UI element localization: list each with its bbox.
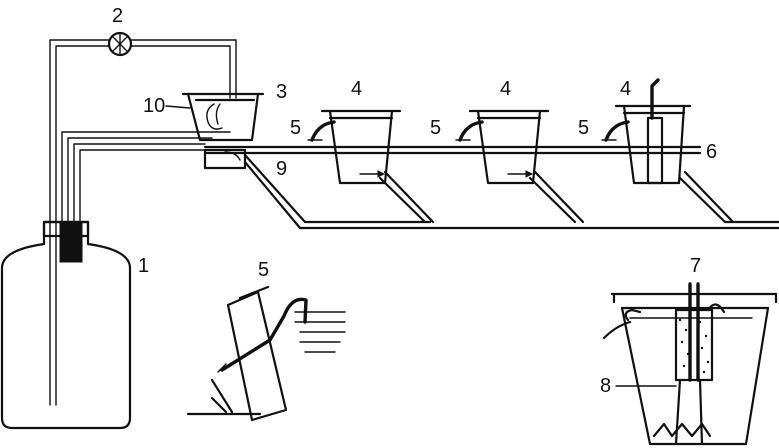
bottle-tubes [49,39,237,406]
label-drain-pipe: 9 [276,158,287,180]
label-rail: 6 [706,141,717,163]
rail [203,145,702,155]
label-header-vessel: 3 [276,81,287,103]
drain-manifold [243,153,779,230]
leader-overflow [165,105,191,109]
header-vessel [181,92,265,170]
vessel-c [601,78,692,185]
vessel-b [455,109,550,185]
label-overflow: 10 [143,95,165,117]
label-vessel-b: 4 [500,78,511,100]
label-siphon-a: 5 [290,117,301,139]
stipple-fill [678,318,710,374]
label-bottle: 1 [138,255,149,277]
label-column-detail: 8 [600,375,611,397]
pump-wheel [107,31,133,57]
label-siphon-detail: 5 [258,259,269,281]
vessel-a [307,109,402,185]
siphon-detail [186,285,346,422]
label-siphon-b: 5 [430,117,441,139]
label-pump: 2 [112,5,123,27]
label-vessel-a: 4 [351,78,362,100]
label-vessel-c: 4 [620,78,631,100]
label-siphon-c: 5 [578,117,589,139]
label-tube-detail: 7 [690,255,701,277]
vessel-detail [602,282,778,446]
